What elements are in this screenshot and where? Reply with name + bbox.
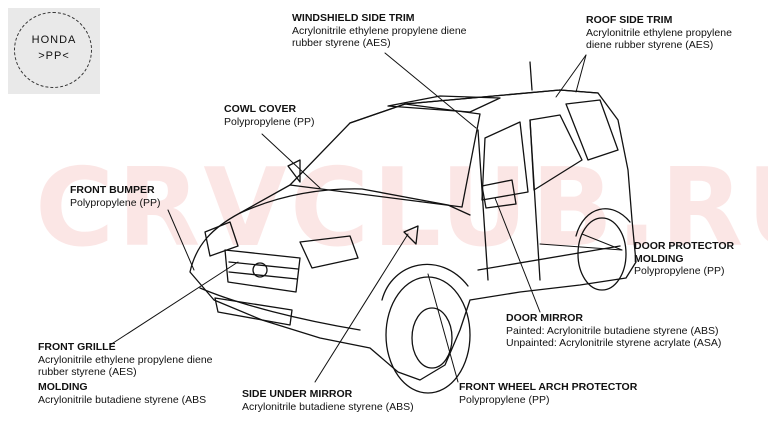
label-desc: Acrylonitrile ethylene propylene: [586, 26, 732, 39]
leader-windshield-trim: [384, 52, 477, 129]
door-protector-molding-line: [477, 245, 621, 271]
roof-edge: [404, 89, 599, 105]
label-desc: Acrylonitrile butadiene styrene (ABS): [242, 400, 414, 413]
fog-area: [214, 297, 293, 326]
label-roof-side-trim: ROOF SIDE TRIM Acrylonitrile ethylene pr…: [586, 14, 732, 52]
label-side-under-mirror: SIDE UNDER MIRROR Acrylonitrile butadien…: [242, 388, 414, 413]
label-cowl-cover: COWL COVER Polypropylene (PP): [224, 103, 314, 128]
bumper-lower: [199, 287, 361, 331]
label-title: ROOF SIDE TRIM: [586, 14, 673, 26]
leader-front-bumper: [167, 209, 195, 271]
label-door-mirror: DOOR MIRROR Painted: Acrylonitrile butad…: [506, 312, 721, 350]
label-desc: Polypropylene (PP): [70, 196, 161, 209]
label-desc: Unpainted: Acrylonitrile styrene acrylat…: [506, 337, 722, 349]
hood-line: [239, 188, 471, 216]
label-title: FRONT BUMPER: [70, 184, 155, 196]
front-grille-shape: [224, 249, 301, 293]
label-desc: diene rubber styrene (AES): [586, 39, 714, 51]
quarter-window: [565, 99, 619, 161]
rear-arch: [575, 208, 631, 237]
label-desc: Acrylonitrile butadiene styrene (ABS: [38, 393, 207, 406]
sunroof: [387, 95, 501, 113]
honda-pp-logo: HONDA >PP<: [8, 8, 100, 94]
side-under-mirror-shape: [403, 225, 419, 245]
label-title: DOOR MIRROR: [506, 312, 583, 324]
front-door-window: [481, 121, 529, 201]
front-wheel: [385, 276, 471, 394]
headlight-left: [204, 221, 239, 257]
rear-wheel: [577, 217, 627, 291]
pillar: [477, 129, 489, 281]
label-desc: rubber styrene (AES): [38, 366, 137, 378]
logo-line-1: HONDA: [31, 34, 77, 46]
logo-line-2: >PP<: [38, 50, 70, 62]
leader-door-mirror: [494, 197, 541, 313]
label-desc: Painted: Acrylonitrile butadiene styrene…: [506, 324, 719, 337]
logo-circle: [14, 12, 92, 88]
label-door-protector-molding: DOOR PROTECTOR MOLDING Polypropylene (PP…: [634, 240, 734, 278]
grille-slats: [228, 261, 299, 280]
leader-roof-trim-1: [555, 54, 587, 98]
cowl-line: [289, 184, 463, 208]
leader-cowl: [261, 133, 321, 189]
leader-door-protector-2: [581, 233, 623, 251]
honda-emblem: [252, 262, 268, 278]
headlight-right: [299, 235, 359, 269]
leader-wheel-arch: [427, 273, 459, 383]
windshield: [349, 103, 481, 208]
door-mirror-shape: [481, 179, 517, 209]
label-title: FRONT GRILLE: [38, 341, 116, 353]
leader-side-under-mirror: [314, 233, 409, 383]
antenna: [529, 61, 533, 91]
front-wheel-hub: [411, 307, 453, 369]
leader-lines: [109, 52, 623, 383]
leader-front-grille: [109, 261, 239, 346]
label-desc: rubber styrene (AES): [292, 37, 391, 49]
label-title: WINDSHIELD SIDE TRIM: [292, 12, 415, 24]
watermark-text: CRVCLUB.RU: [35, 146, 768, 271]
label-desc: Polypropylene (PP): [459, 393, 550, 406]
label-desc: Polypropylene (PP): [634, 265, 725, 277]
label-front-wheel-arch-protector: FRONT WHEEL ARCH PROTECTOR Polypropylene…: [459, 381, 637, 406]
label-molding: MOLDING Acrylonitrile butadiene styrene …: [38, 381, 206, 406]
door-split: [529, 119, 541, 281]
label-windshield-side-trim: WINDSHIELD SIDE TRIM Acrylonitrile ethyl…: [292, 12, 467, 50]
leader-door-protector: [539, 243, 623, 251]
left-mirror-shape: [287, 159, 301, 183]
label-title: DOOR PROTECTOR: [634, 240, 735, 252]
label-desc: Acrylonitrile ethylene propylene diene: [292, 24, 467, 37]
label-title: FRONT WHEEL ARCH PROTECTOR: [459, 381, 638, 393]
label-title: COWL COVER: [224, 103, 297, 115]
leader-roof-trim-2: [575, 54, 587, 93]
label-title: MOLDING: [38, 381, 88, 393]
label-front-grille: FRONT GRILLE Acrylonitrile ethylene prop…: [38, 341, 213, 379]
label-desc: Polypropylene (PP): [224, 115, 315, 128]
label-front-bumper: FRONT BUMPER Polypropylene (PP): [70, 184, 160, 209]
front-arch: [381, 263, 469, 301]
label-title: SIDE UNDER MIRROR: [242, 388, 353, 400]
label-title: MOLDING: [634, 252, 684, 265]
label-desc: Acrylonitrile ethylene propylene diene: [38, 353, 213, 366]
